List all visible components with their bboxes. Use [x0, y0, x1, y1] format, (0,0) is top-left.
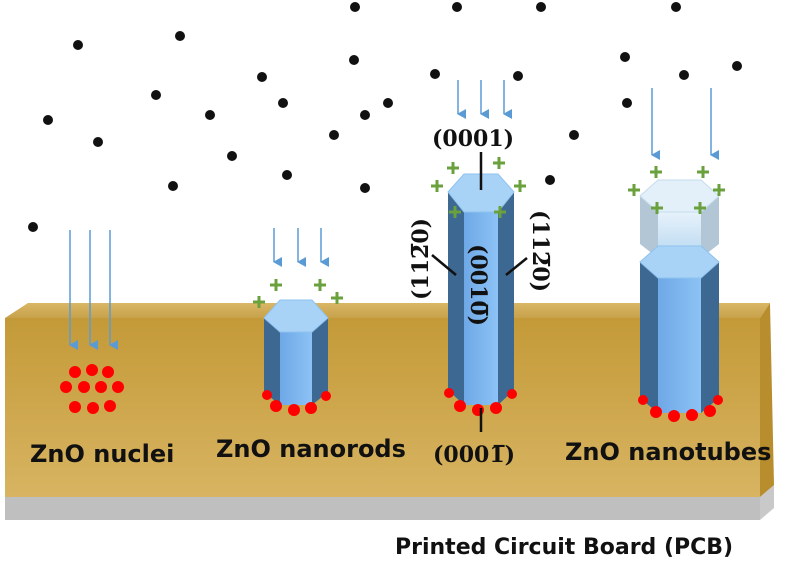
precursor-dot — [620, 52, 630, 62]
nanotube-group: ZnO nanotubes — [565, 88, 771, 466]
plus-sign-icon — [331, 292, 343, 304]
precursor-dot — [360, 183, 370, 193]
plus-sign-icon — [628, 184, 640, 196]
nanorod-left-face — [264, 318, 280, 405]
precursor-dot — [569, 130, 579, 140]
pcb-top-face — [5, 303, 770, 318]
nanorod-arrows — [273, 228, 329, 267]
crystal-left-face — [448, 192, 464, 405]
facet-label-top: (0001) — [432, 126, 514, 152]
nuclei-arrows — [69, 230, 118, 350]
precursor-dot — [452, 2, 462, 12]
plus-sign-icon — [651, 202, 663, 214]
precursor-dot — [93, 137, 103, 147]
crystal-top-face — [447, 173, 515, 213]
facet-leader-lines — [431, 152, 528, 432]
faceted-crystal-arrows — [457, 80, 512, 119]
plus-sign-icon — [494, 206, 506, 218]
plus-sign-icon — [697, 166, 709, 178]
precursor-dot — [513, 71, 523, 81]
precursor-dot — [278, 98, 288, 108]
precursor-dot — [175, 31, 185, 41]
precursor-dot — [257, 72, 267, 82]
nanotube-ghost-left — [640, 196, 658, 258]
precursor-dot — [622, 98, 632, 108]
plus-sign-icon — [713, 184, 725, 196]
nanotube-right-face — [701, 262, 719, 413]
precursor-dot — [350, 2, 360, 12]
nanorod-right-face — [312, 318, 328, 405]
precursor-dot — [205, 110, 215, 120]
nanorod-crystal — [263, 299, 329, 405]
facet-label-bottom: (0001̅) — [433, 442, 515, 468]
precursor-dot — [168, 181, 178, 191]
pcb-right-face — [760, 303, 774, 497]
plus-sign-icon — [493, 157, 505, 169]
plus-sign-icon — [447, 162, 459, 174]
precursor-dot — [732, 61, 742, 71]
plus-sign-icon — [514, 180, 526, 192]
plus-sign-icon — [253, 296, 265, 308]
nanorod-front-face — [280, 332, 312, 405]
precursor-dot — [349, 55, 359, 65]
plus-sign-icon — [694, 202, 706, 214]
crystal-front-face — [464, 212, 498, 405]
nanorod-nuclei — [262, 390, 331, 416]
precursor-dot — [671, 2, 681, 12]
precursor-dots — [28, 2, 742, 232]
plus-sign-icon — [431, 180, 443, 192]
pcb-front-face — [5, 318, 760, 497]
precursor-dot — [679, 70, 689, 80]
facet-label-right-side: (112̅0) — [527, 210, 553, 292]
nanotube-crystal — [639, 179, 720, 413]
nanotube-arrows — [651, 88, 719, 160]
precursor-dot — [536, 2, 546, 12]
label-zno-nuclei: ZnO nuclei — [30, 440, 174, 468]
plus-sign-icon — [449, 206, 461, 218]
nuclei-group: ZnO nuclei — [30, 230, 174, 468]
precursor-dot — [227, 151, 237, 161]
precursor-dot — [43, 115, 53, 125]
pcb-board — [5, 303, 774, 497]
precursor-dot — [430, 69, 440, 79]
crystal-right-face — [498, 192, 514, 405]
plus-sign-icon — [650, 166, 662, 178]
precursor-dot — [28, 222, 38, 232]
nanotube-front-face — [658, 278, 701, 413]
pcb-caption: Printed Circuit Board (PCB) — [395, 535, 733, 560]
plus-sign-icon — [314, 279, 326, 291]
nanotube-solid-top — [639, 245, 720, 279]
plus-sign-icon — [270, 279, 282, 291]
label-zno-nanorods: ZnO nanorods — [216, 435, 406, 463]
precursor-dot — [151, 90, 161, 100]
faceted-crystal-group: (0001) (0001̅) (112̅0) (112̅0) (0010̅) — [408, 80, 553, 468]
nanotube-plus-signs — [628, 166, 725, 214]
precursor-dot — [360, 110, 370, 120]
nanotube-left-face — [640, 262, 658, 413]
precursor-dot — [383, 98, 393, 108]
nanorod-group: ZnO nanorods — [216, 228, 406, 463]
pcb-base-plate — [5, 485, 774, 520]
precursor-dot — [282, 170, 292, 180]
label-zno-nanotubes: ZnO nanotubes — [565, 438, 771, 466]
nanotube-ghost-right — [701, 196, 719, 258]
nanorod-plus-signs — [253, 279, 343, 308]
nuclei-dots — [60, 364, 124, 414]
precursor-dot — [73, 40, 83, 50]
precursor-dot — [329, 130, 339, 140]
faceted-crystal — [447, 173, 515, 405]
facet-label-left-side: (112̅0) — [408, 218, 434, 300]
nanorod-top-face — [263, 299, 329, 333]
crystal-plus-signs — [431, 157, 526, 218]
facet-label-front: (0010̅) — [465, 244, 491, 326]
precursor-dot — [545, 175, 555, 185]
nanotube-nuclei — [638, 395, 723, 422]
